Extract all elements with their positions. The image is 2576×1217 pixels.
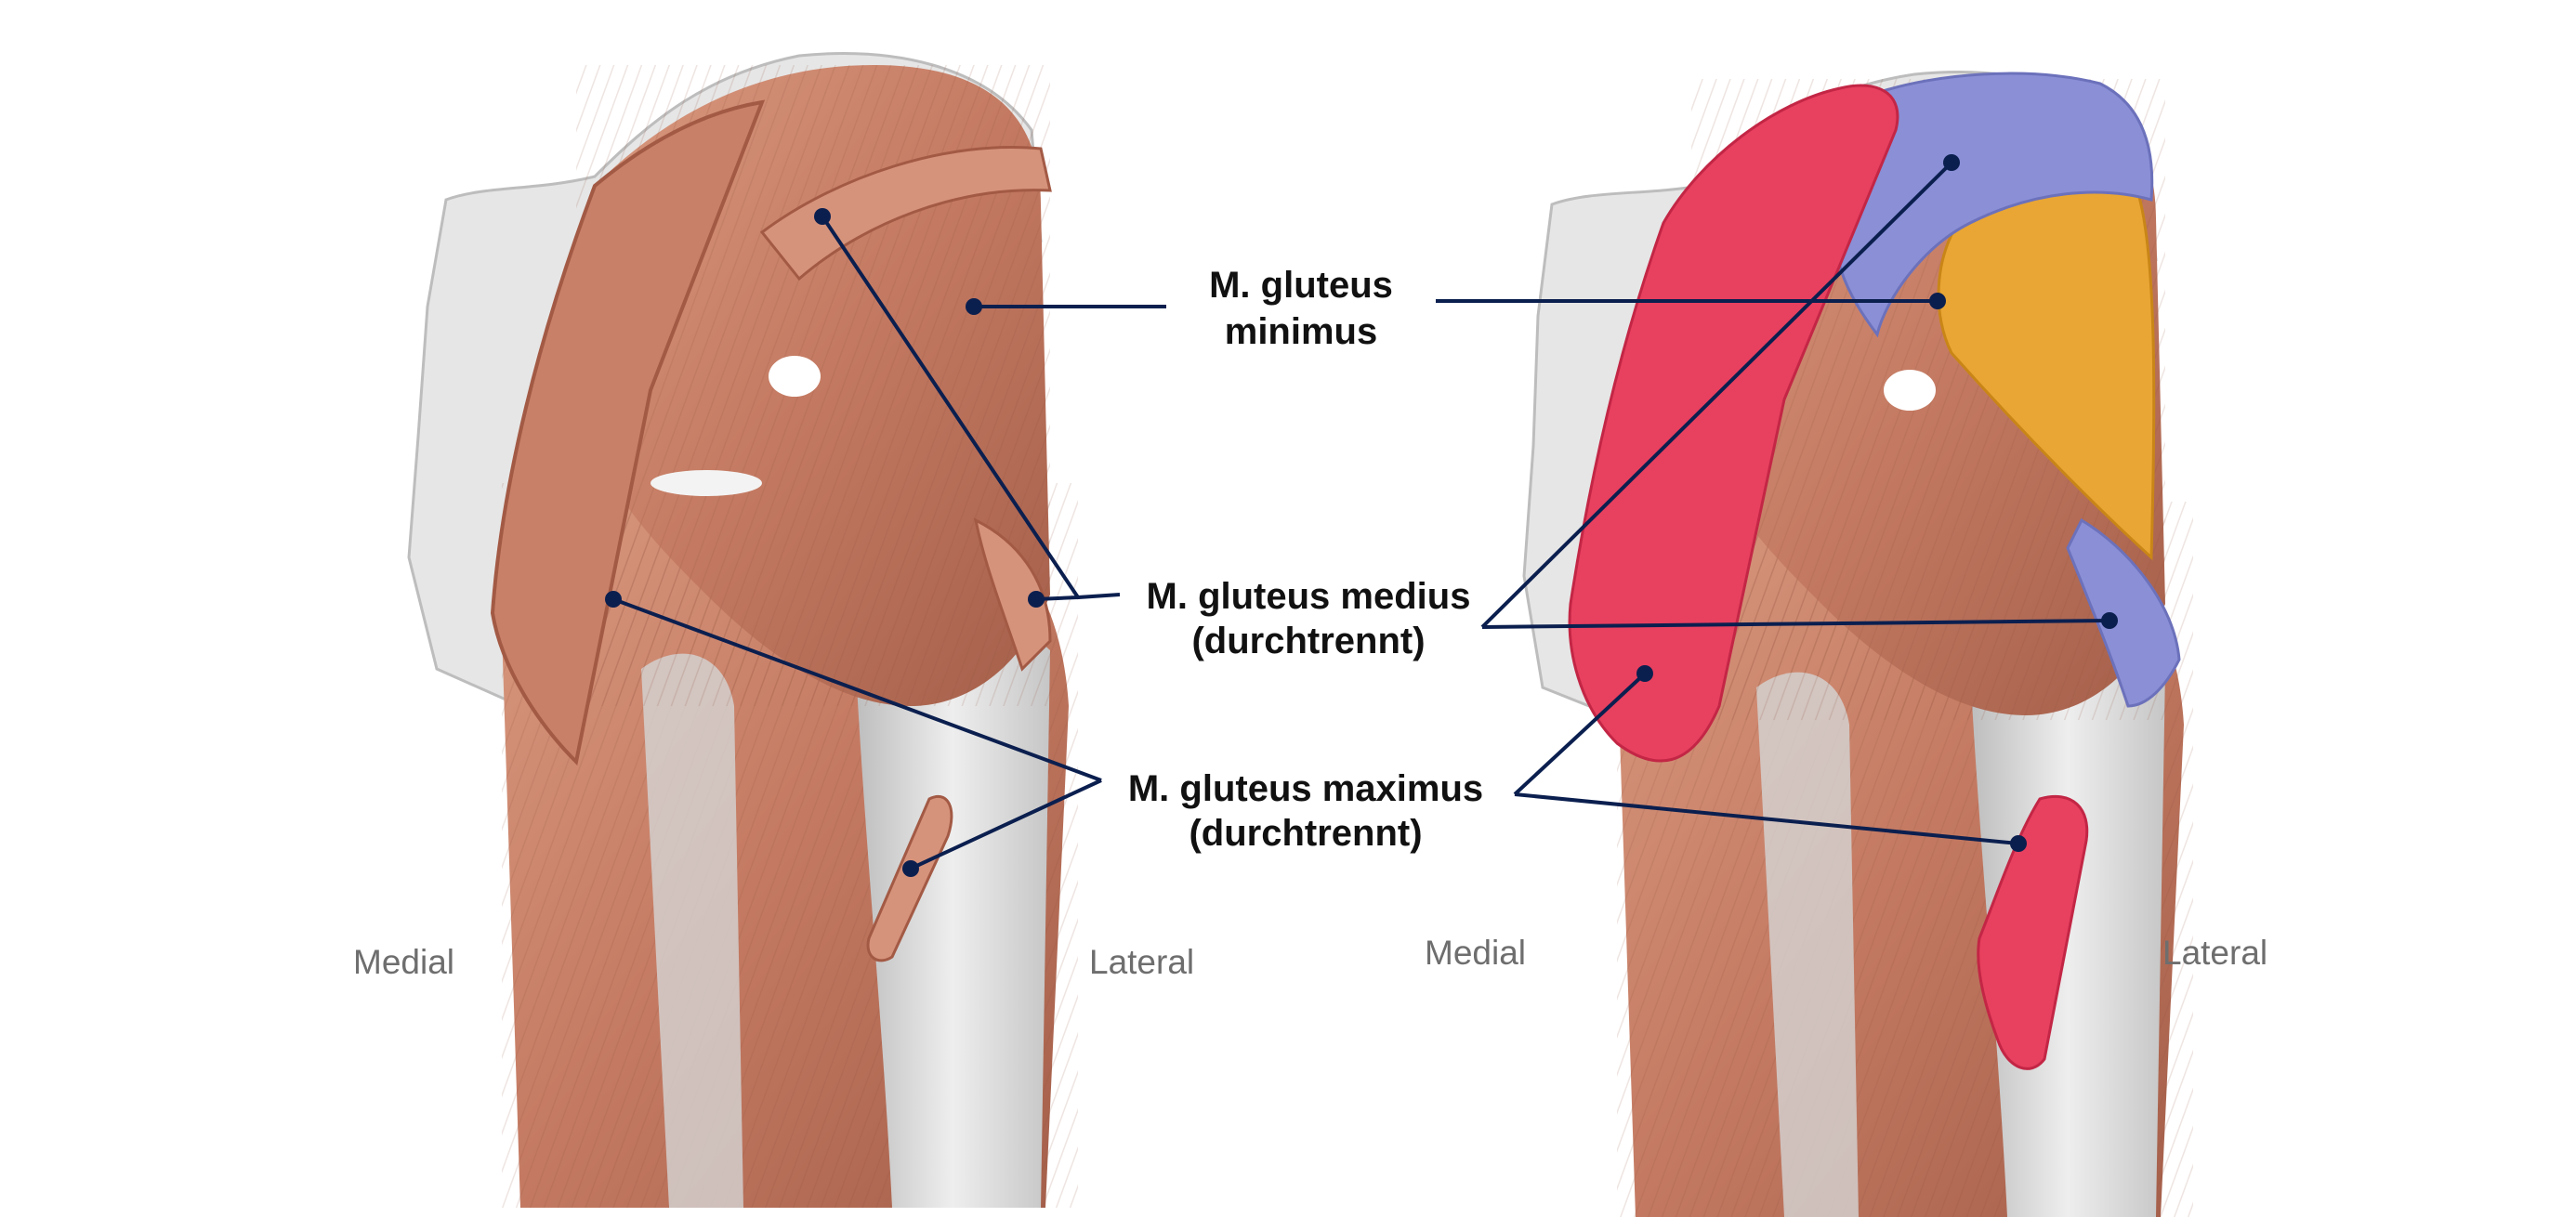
leader-medius-right-lower bbox=[1481, 619, 2110, 629]
right-hip-illustration bbox=[1522, 71, 2193, 1217]
dot-marker bbox=[1943, 154, 1960, 171]
leader-maximus-right-lower bbox=[1514, 792, 2019, 845]
label-minimus-line1: M. gluteus bbox=[1209, 265, 1393, 306]
dot-marker bbox=[814, 208, 831, 225]
cut-maximus-left bbox=[490, 99, 766, 766]
label-medius-line2: (durchtrennt) bbox=[1191, 621, 1425, 661]
dot-marker bbox=[605, 591, 622, 608]
dot-marker bbox=[1028, 591, 1045, 608]
sciatic-foramen bbox=[769, 356, 821, 397]
sciatic-foramen-right bbox=[1884, 370, 1936, 411]
piriformis-gap bbox=[651, 470, 762, 496]
label-maximus-line2: (durchtrennt) bbox=[1189, 813, 1422, 854]
dot-marker bbox=[966, 298, 982, 315]
leader-maximus-left-lower bbox=[910, 779, 1102, 870]
leader-dots bbox=[605, 154, 2118, 877]
side-labels: Medial Lateral Medial Lateral bbox=[353, 934, 2267, 981]
left-hip-illustration bbox=[407, 52, 1078, 1208]
label-minimus-line2: minimus bbox=[1225, 311, 1377, 352]
highlight-medius-lower bbox=[2066, 517, 2181, 708]
dot-marker bbox=[2101, 612, 2118, 629]
left-medial-label: Medial bbox=[353, 943, 454, 981]
dot-marker bbox=[1636, 665, 1653, 682]
right-lateral-label: Lateral bbox=[2162, 934, 2267, 972]
dot-marker bbox=[902, 860, 919, 877]
cut-lateral-small bbox=[973, 517, 1052, 672]
label-maximus-line1: M. gluteus maximus bbox=[1128, 768, 1483, 809]
leader-maximus-left-upper bbox=[612, 597, 1102, 782]
leader-lines bbox=[612, 161, 2110, 870]
muscle-labels: M. gluteus minimus M. gluteus medius (du… bbox=[1128, 265, 1483, 854]
dot-marker bbox=[1929, 293, 1946, 309]
cut-maximus-distal bbox=[866, 795, 953, 962]
highlight-maximus-left bbox=[1568, 84, 1899, 763]
central-tendon-right bbox=[1756, 672, 1859, 1217]
cut-medius-arc bbox=[759, 145, 1052, 281]
dot-marker bbox=[2010, 835, 2027, 852]
tendon-band bbox=[855, 615, 1050, 1208]
central-tendon bbox=[641, 653, 743, 1208]
leader-medius-right-upper bbox=[1480, 161, 1953, 629]
leader-maximus-right-upper bbox=[1513, 672, 1647, 796]
label-medius-line1: M. gluteus medius bbox=[1147, 576, 1471, 617]
highlight-medius-upper bbox=[1833, 72, 2154, 338]
highlight-maximus-distal bbox=[1977, 794, 2089, 1070]
right-medial-label: Medial bbox=[1425, 934, 1526, 972]
left-lateral-label: Lateral bbox=[1089, 943, 1194, 981]
